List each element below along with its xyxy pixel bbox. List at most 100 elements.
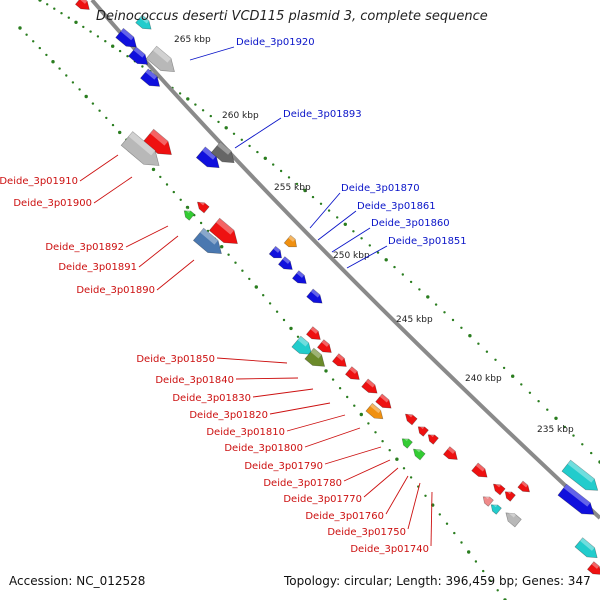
map-summary: Topology: circular; Length: 396,459 bp; … [284,574,591,588]
gene-label: Deide_3p01891 [58,262,137,273]
inner-tick-ring-dot [38,46,41,50]
gene-label: Deide_3p01840 [155,375,234,386]
gene-highlight [79,0,88,4]
leader-line [156,259,195,291]
outer-tick-ring-dot [336,216,339,219]
inner-tick-ring-dot [234,261,237,264]
outer-tick-ring-dot [520,383,523,386]
gene-arrow [574,537,598,559]
inner-tick-ring-dot [381,440,384,443]
gene-highlight [563,484,591,507]
gene-highlight [475,463,485,472]
gene-body [283,234,297,248]
gene-body [197,201,210,214]
gene-highlight [202,146,217,160]
inner-tick-ring-dot [84,94,88,99]
outer-tick-ring-dot [111,44,115,48]
gene-arrow [375,393,392,409]
outer-tick-ring-dot [74,20,78,24]
gene-label: Deide_3p01810 [206,427,285,438]
inner-tick-ring-dot [289,326,293,331]
inner-tick-ring-dot [18,26,22,30]
outer-tick-ring-dot [186,97,190,101]
gene-body [557,483,595,515]
outer-tick-ring-dot [485,350,489,353]
gene-arrow [413,446,426,461]
gene-arrow [493,481,506,496]
outer-tick-ring-dot [418,288,421,291]
outer-tick-ring-dot [360,237,363,240]
gene-body [587,561,600,575]
gene-arrow [405,411,418,426]
gene-arrow [557,483,595,515]
outer-tick-ring-dot [279,169,283,173]
leader-line [430,491,433,547]
gene-highlight [133,46,146,58]
gene-body [517,480,530,493]
inner-tick-ring-dot [91,102,95,105]
tick-label: 250 kbp [333,251,370,261]
gene-body [365,402,384,420]
inner-tick-ring-dot [402,467,406,470]
gene-label: Deide_3p01910 [0,176,78,187]
gene-body [490,504,502,515]
gene-arrow [192,227,222,254]
gene-body [345,366,360,380]
inner-tick-ring-dot [220,245,224,249]
gene-label: Deide_3p01740 [350,544,429,555]
gene-highlight [402,435,409,442]
gene-arrow [505,509,522,528]
gene-arrow [142,128,172,155]
outer-tick-ring-dot [194,103,197,106]
inner-tick-ring-dot [241,269,244,272]
inner-tick-ring-dot [445,522,449,525]
outer-tick-ring-dot [53,7,56,10]
gene-label: Deide_3p01760 [305,511,384,522]
gene-body [145,45,175,72]
outer-tick-ring-dot [409,280,413,284]
inner-tick-ring-dot [248,277,251,281]
gene-arrow [306,288,323,304]
gene-body [317,339,332,353]
leader-line [343,459,391,482]
gene-arrow [135,14,152,30]
tick-rings [18,0,600,600]
gene-highlight [365,379,375,388]
outer-tick-ring-dot [295,182,299,186]
gene-body [482,496,494,507]
outer-tick-ring-dot [89,30,92,33]
outer-tick-ring-dot [178,92,182,95]
gene-arrow [504,488,516,502]
leader-line [125,225,169,248]
gene-highlight [321,339,330,347]
gene-highlight [505,488,512,495]
gene-label: Deide_3p01892 [45,242,124,253]
inner-tick-ring-dot [71,81,75,84]
gene-label: Deide_3p01820 [189,410,268,421]
inner-tick-ring-dot [474,560,478,563]
plasmid-backbone [90,0,600,520]
inner-tick-ring-dot [268,302,272,305]
leader-line [286,414,346,432]
leader-line [216,357,288,364]
gene-body [306,326,321,340]
gene-body [278,256,293,270]
inner-tick-ring-dot [179,198,182,201]
gene-arrow [120,131,160,166]
gene-body [504,491,516,502]
outer-tick-ring-dot [572,434,575,437]
gene-arrow [490,501,502,515]
gene-body [291,335,313,355]
accession-text: Accession: NC_012528 [9,574,146,588]
gene-highlight [288,235,296,242]
label-leader-lines [79,46,433,547]
gene-highlight [370,403,381,414]
inner-tick-ring-dot [353,404,356,407]
gene-body [115,27,137,48]
gene-label: Deide_3p01750 [327,527,406,538]
gene-features [75,0,600,575]
outer-tick-ring-dot [46,3,49,6]
inner-tick-ring-dot [118,130,122,135]
gene-highlight [310,348,322,359]
gene-highlight [506,509,516,518]
